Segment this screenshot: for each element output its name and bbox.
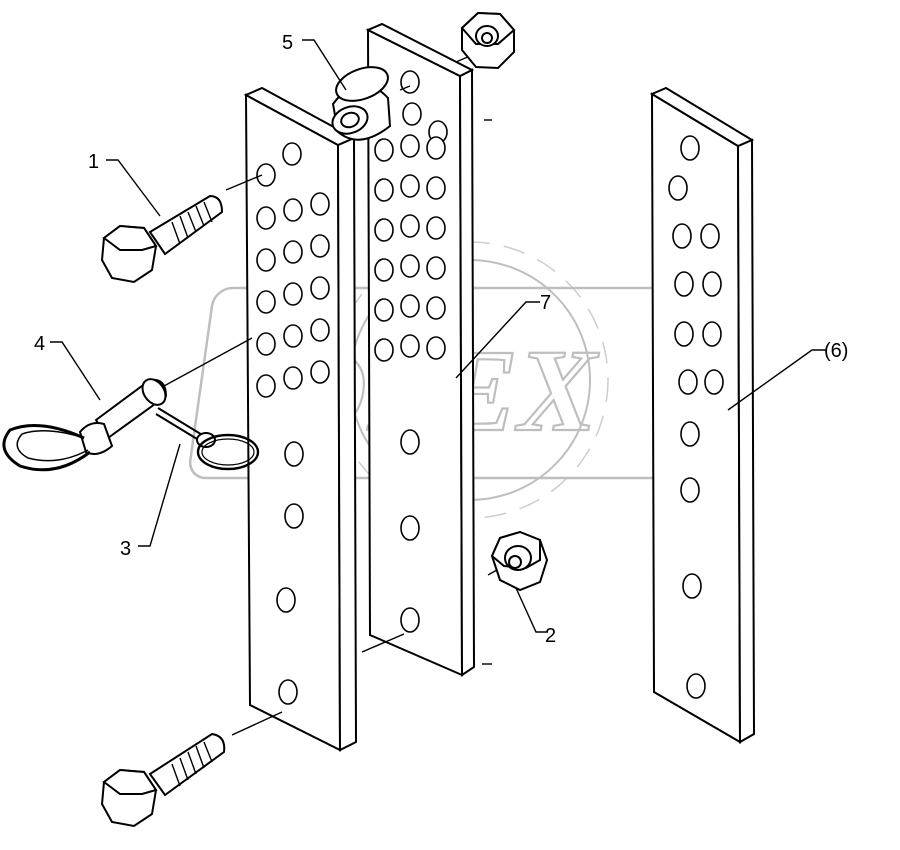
plate-hole <box>682 573 702 599</box>
plate-hole <box>256 163 276 187</box>
plate-hole <box>278 679 298 705</box>
plate-7 <box>365 22 476 677</box>
plate-hole <box>678 369 698 395</box>
plate-hole <box>374 258 394 282</box>
plate-hole <box>256 290 276 314</box>
plate-hole <box>426 216 446 240</box>
plate-hole <box>704 369 724 395</box>
plate-hole <box>284 503 304 529</box>
plate-hole <box>284 441 304 467</box>
callout-5: 5 <box>282 32 293 54</box>
plate-hole <box>400 214 420 238</box>
plate-hole <box>702 271 722 297</box>
plate-hole <box>674 271 694 297</box>
plate-hole <box>310 234 330 258</box>
plate-hole <box>400 334 420 358</box>
plate-hole <box>310 360 330 384</box>
plate-hole <box>400 515 420 541</box>
hex-nut-2 <box>490 530 549 592</box>
plate-hole <box>256 332 276 356</box>
plate-hole <box>400 607 420 633</box>
plate-hole <box>310 192 330 216</box>
plate-hole <box>276 587 296 613</box>
leader-lines <box>50 39 826 633</box>
plate-hole <box>400 429 420 455</box>
callout-2: 2 <box>545 625 556 647</box>
plate-hole <box>400 70 420 94</box>
plate-hole <box>283 366 303 390</box>
plate-hole <box>702 321 722 347</box>
plate-hole <box>686 673 706 699</box>
plate-hole <box>680 135 700 161</box>
plate-hole <box>374 338 394 362</box>
plate-hole <box>256 206 276 230</box>
spacer-sleeve-5 <box>331 66 392 141</box>
plate-hole <box>283 198 303 222</box>
plate-hole <box>402 102 422 126</box>
plate-hole <box>426 256 446 280</box>
plate-hole <box>674 321 694 347</box>
plate-hole <box>283 240 303 264</box>
plate-hole <box>680 477 700 503</box>
plate-hole <box>310 318 330 342</box>
hex-bolt-bottom <box>100 732 226 828</box>
callout-7: 7 <box>540 292 551 314</box>
callout-1: 1 <box>88 151 99 173</box>
plate-hole <box>400 134 420 158</box>
plate-hole <box>256 374 276 398</box>
plate-hole <box>374 218 394 242</box>
callout-4: 4 <box>34 333 45 355</box>
hex-nut-top <box>460 11 516 70</box>
plate-hole <box>700 223 720 249</box>
plate-hole <box>374 178 394 202</box>
plate-front <box>243 86 358 752</box>
plate-hole <box>680 421 700 447</box>
plate-hole <box>426 336 446 360</box>
plate-hole <box>374 138 394 162</box>
callout-3: 3 <box>120 538 131 560</box>
plate-hole <box>310 276 330 300</box>
hex-bolt-1 <box>100 194 224 284</box>
plate-hole <box>283 282 303 306</box>
callout-6: (6) <box>824 340 848 362</box>
plate-hole <box>283 324 303 348</box>
plate-hole <box>426 176 446 200</box>
plate-hole <box>672 223 692 249</box>
plate-hole <box>400 254 420 278</box>
plate-hole <box>282 142 302 166</box>
lynch-pin-4 <box>2 378 168 472</box>
plate-hole <box>668 175 688 201</box>
plate-hole <box>400 174 420 198</box>
plate-hole <box>426 296 446 320</box>
plate-hole <box>256 248 276 272</box>
plate-6 <box>649 86 756 744</box>
linch-clip-3 <box>155 407 260 471</box>
plate-hole <box>426 136 446 160</box>
plate-hole <box>400 294 420 318</box>
plate-hole <box>374 298 394 322</box>
